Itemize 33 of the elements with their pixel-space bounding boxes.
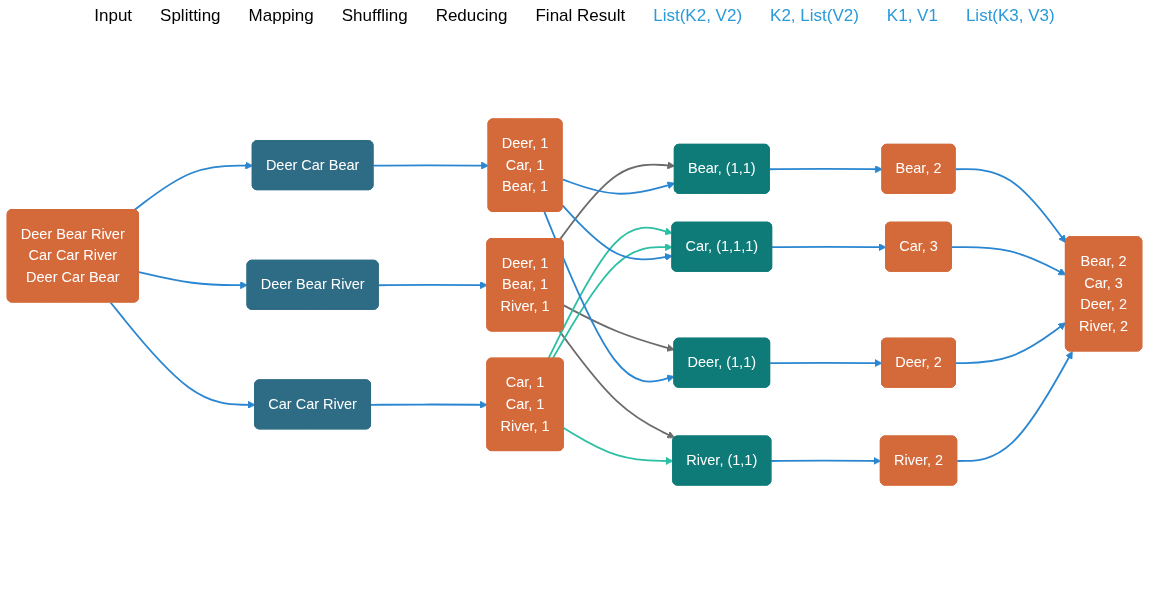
arrow (562, 304, 675, 352)
arrow (561, 204, 673, 261)
arrow (956, 351, 1073, 462)
arrow (109, 301, 256, 409)
column-heading: Shuffling (341, 6, 408, 26)
arrow (377, 281, 488, 290)
arrow (370, 400, 488, 409)
arrow (562, 427, 674, 465)
arrow (543, 210, 675, 383)
arrow (133, 161, 254, 211)
column-heading: Input (94, 6, 133, 26)
column-heading: Reducing (435, 6, 508, 26)
arrow (951, 246, 1067, 276)
arrow (547, 226, 673, 360)
column-heading: Splitting (160, 6, 221, 26)
arrow (770, 456, 882, 465)
arrow (558, 330, 675, 439)
arrow (559, 161, 676, 241)
type-label: K2, List(V2) (770, 6, 859, 26)
arrow (954, 168, 1067, 244)
arrow (955, 322, 1067, 365)
arrow (768, 165, 883, 174)
type-label: List(K3, V3) (965, 6, 1055, 26)
arrow (137, 271, 248, 290)
arrow (561, 178, 676, 195)
arrow (372, 161, 489, 170)
column-heading: Final Result (535, 6, 626, 26)
type-label: List(K2, V2) (653, 6, 743, 26)
column-heading: Mapping (248, 6, 314, 26)
arrow (769, 359, 883, 368)
type-label: K1, V1 (886, 6, 938, 26)
arrow (551, 243, 673, 360)
arrow (771, 243, 887, 252)
